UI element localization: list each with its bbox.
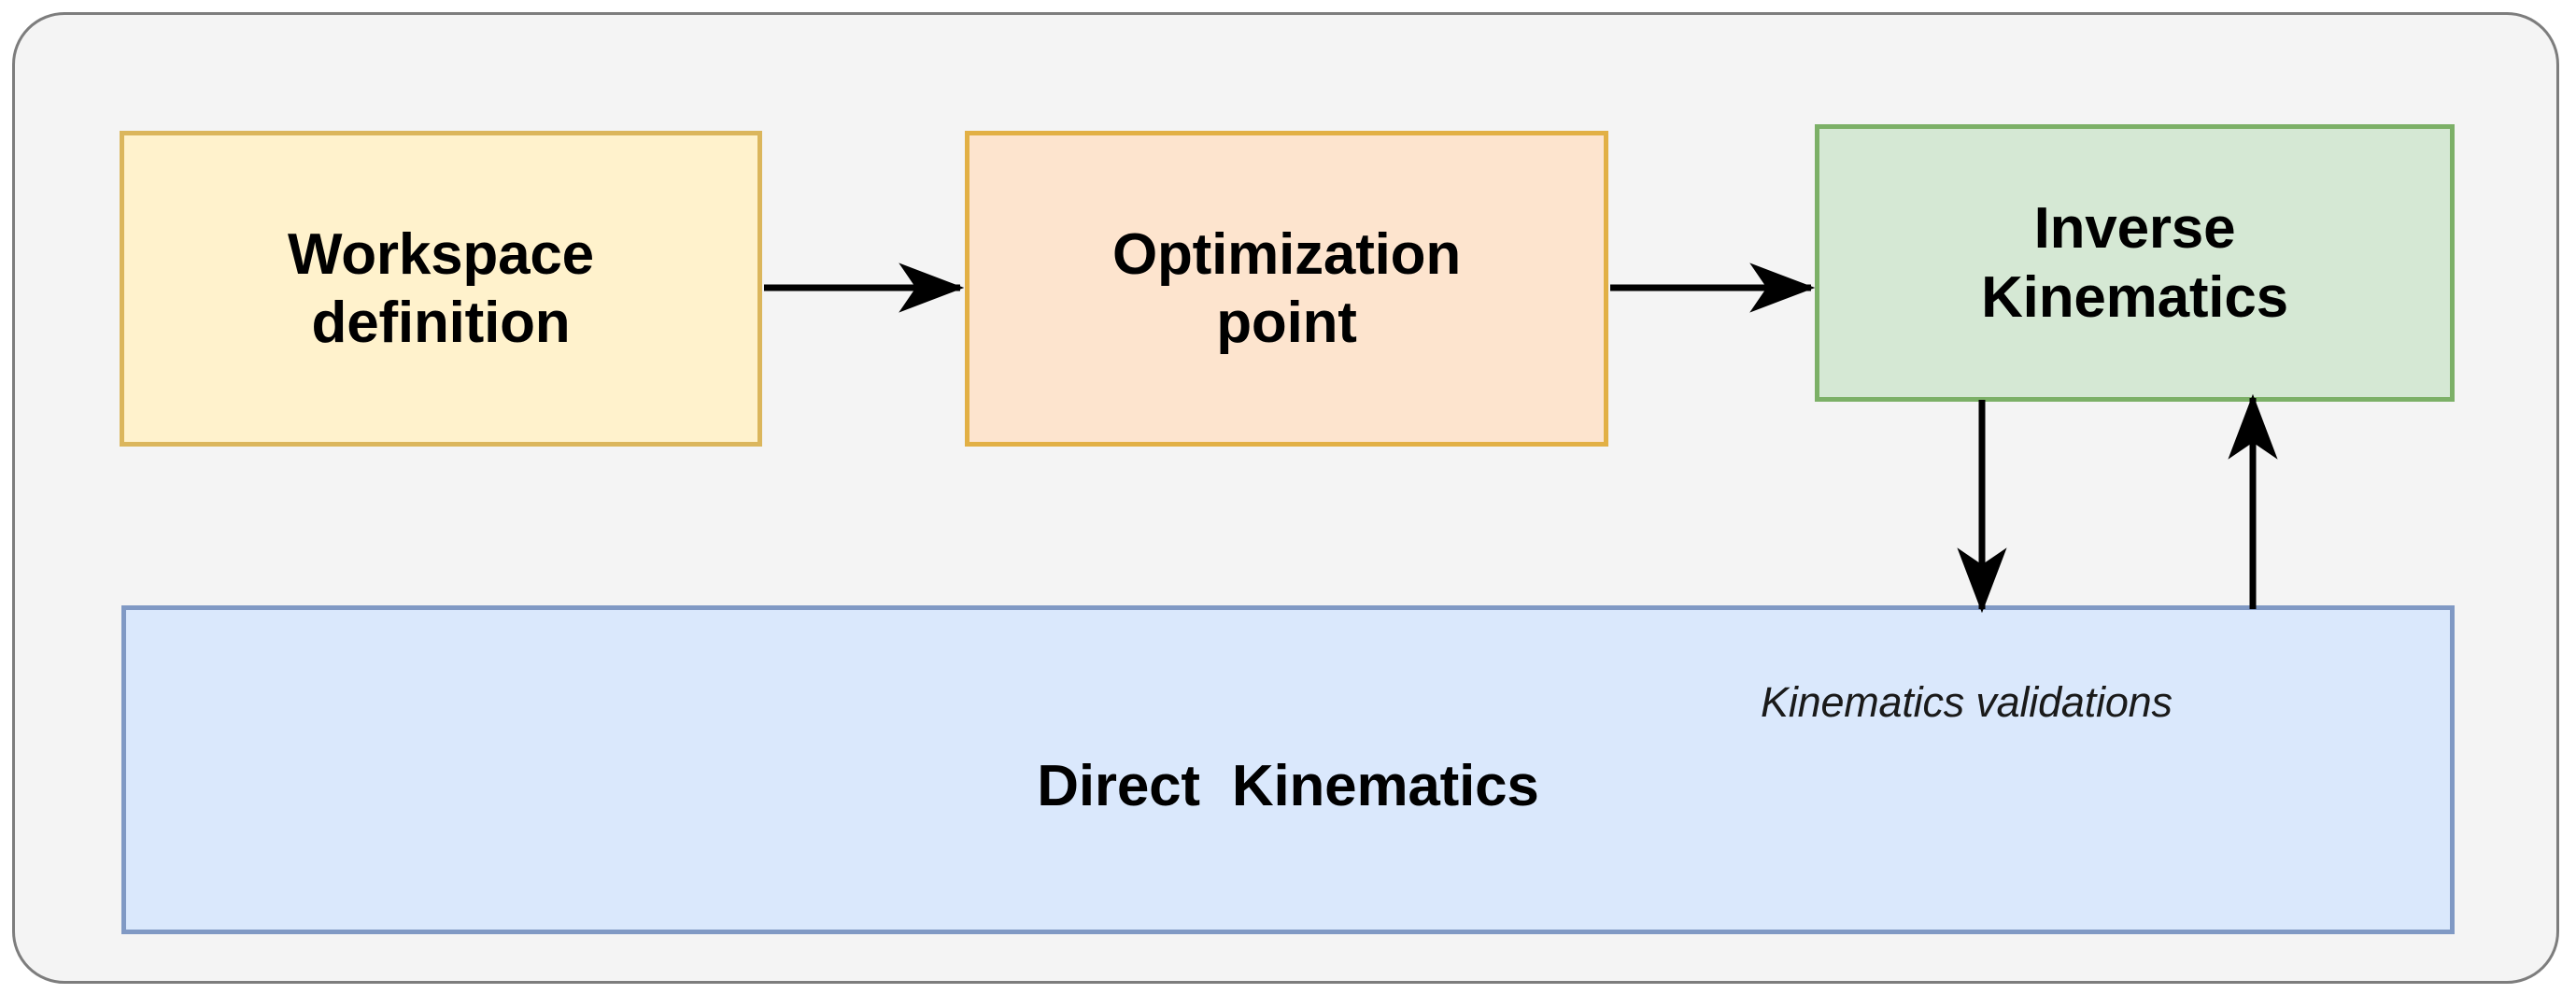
- node-optimization-point-line1: Optimization: [1111, 221, 1462, 287]
- node-workspace-definition-line2: definition: [311, 291, 571, 355]
- node-direct-kinematics-label: Direct Kinematics: [1037, 754, 1539, 818]
- node-inverse-kinematics-line2: Kinematics: [1981, 264, 2288, 330]
- edge-label-kinematics-validations: Kinematics validations: [1761, 678, 2173, 726]
- node-workspace-definition-line1: Workspace: [288, 221, 594, 287]
- node-workspace-definition-label: Workspace definition: [288, 220, 594, 357]
- node-optimization-point[interactable]: Optimization point: [965, 131, 1608, 447]
- node-inverse-kinematics-line1: Inverse: [2033, 196, 2236, 262]
- node-inverse-kinematics-label: Inverse Kinematics: [1981, 194, 2288, 331]
- node-optimization-point-label: Optimization point: [1112, 220, 1461, 357]
- node-workspace-definition[interactable]: Workspace definition: [120, 131, 762, 447]
- node-optimization-point-line2: point: [1216, 291, 1357, 355]
- node-direct-kinematics[interactable]: Kinematics validations Direct Kinematics: [121, 605, 2455, 934]
- node-inverse-kinematics[interactable]: Inverse Kinematics: [1815, 124, 2455, 402]
